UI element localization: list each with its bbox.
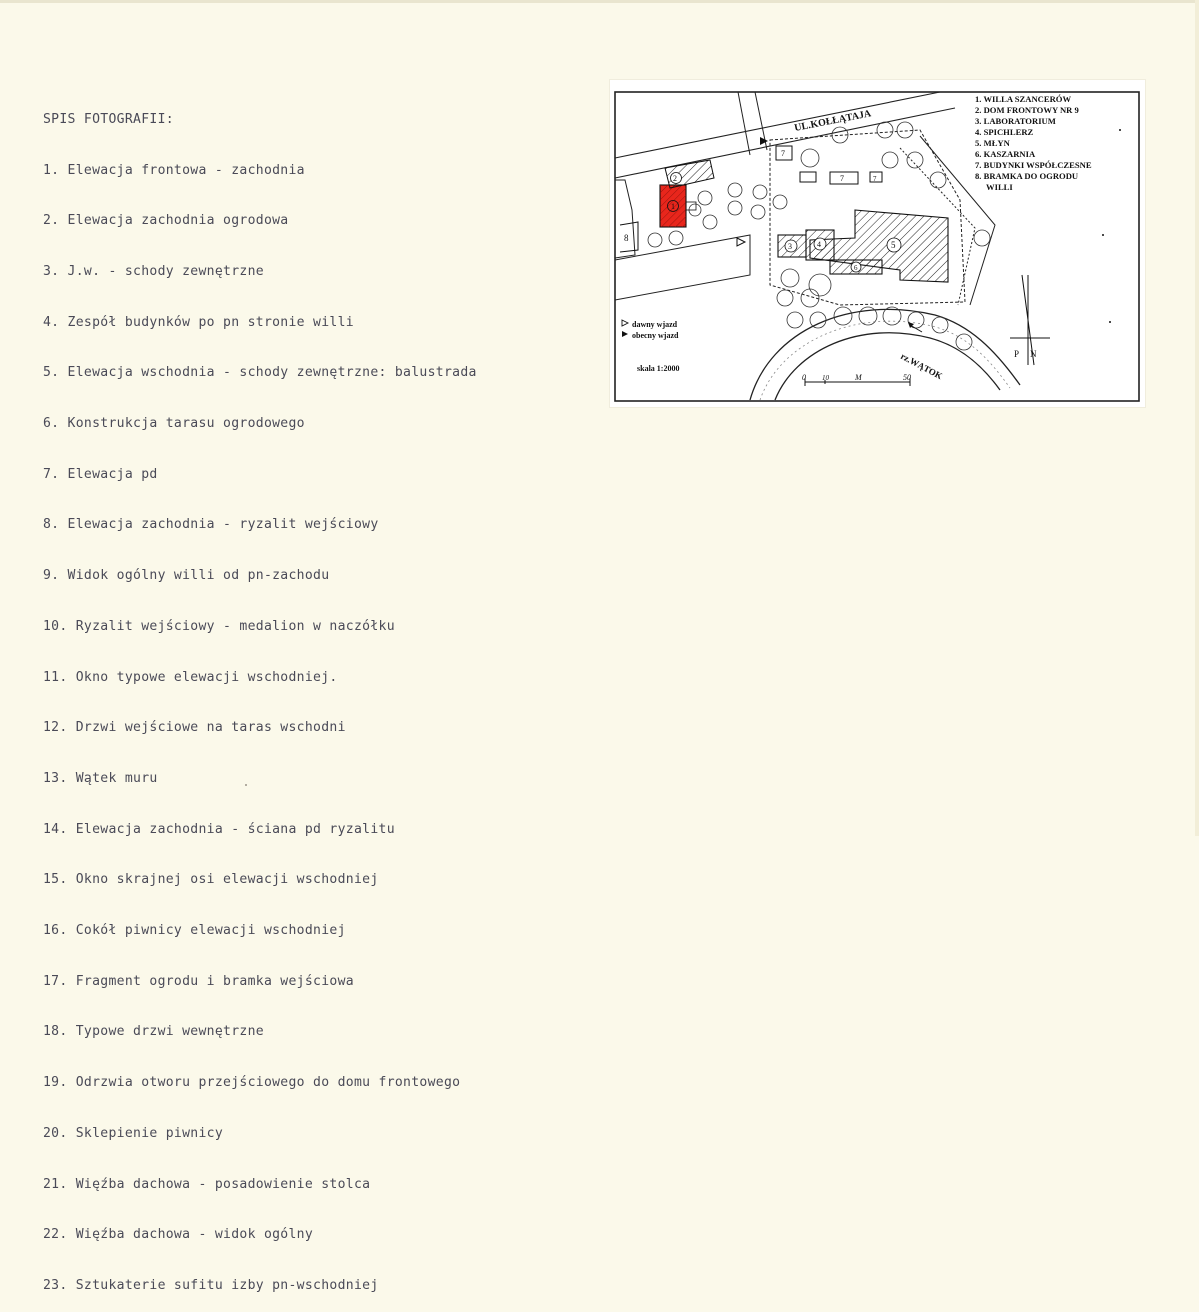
entry-key-old-label: dawny wjazd: [632, 320, 678, 329]
street-label: UL.KOŁŁĄTAJA: [793, 108, 872, 134]
photo-list-item: 14. Elewacja zachodnia - ściana pd ryzal…: [43, 821, 395, 837]
map-frame: [614, 91, 1140, 402]
photo-list-item: 9. Widok ogólny willi od pn-zachodu: [43, 568, 330, 584]
building-5-marker: [886, 237, 902, 253]
plot-outline: [769, 129, 966, 306]
new-entry-arrow-icon: [760, 137, 768, 145]
building-number-label: 3: [788, 242, 792, 251]
river-bank-line: [774, 332, 1001, 401]
site-plan-card: 1 2 3 4 5 6 7 7 7 8 UL.KOŁŁĄTAJA rz.WĄTO…: [610, 80, 1145, 407]
building-5-mill: [809, 209, 949, 283]
building-4-marker: [813, 237, 827, 251]
site-plan-map: 1 2 3 4 5 6 7 7 7 8 UL.KOŁŁĄTAJA rz.WĄTO…: [614, 91, 1140, 402]
building-number-label: 7: [781, 149, 785, 158]
entry-key-new-label: obecny wjazd: [632, 331, 679, 340]
compass-letter: N: [1030, 349, 1037, 359]
building-number-label: 6: [854, 264, 858, 272]
compass-letter: P: [1014, 349, 1019, 359]
building-2-marker: [670, 172, 682, 184]
building-number-label: 2: [673, 174, 677, 183]
building-6-marker: [850, 261, 862, 273]
photo-list-item: 23. Sztukaterie sufitu izby pn-wschodnie…: [43, 1277, 379, 1293]
photo-list-item: 17. Fragment ogrodu i bramka wejściowa: [43, 973, 354, 989]
building-1-stairs: [685, 201, 697, 211]
photo-list-item: 12. Drzwi wejściowe na taras wschodni: [43, 720, 346, 736]
photo-list-item: 2. Elewacja zachodnia ogrodowa: [43, 213, 289, 229]
legend-item: 8. BRAMKA DO OGRODU: [975, 171, 1078, 181]
photo-list-item: 20. Sklepienie piwnicy: [43, 1125, 224, 1141]
plot-outline: [614, 234, 751, 301]
legend-item: 3. LABORATORIUM: [975, 116, 1056, 126]
new-entry-key-icon: [622, 331, 628, 337]
photo-list-item: 22. Więźba dachowa - widok ogólny: [43, 1227, 314, 1243]
scale-tick-label: M: [854, 373, 863, 382]
building-7-modern: [775, 145, 793, 161]
map-dot: [1109, 321, 1111, 323]
photo-list-item: 16. Cokół piwnicy elewacji wschodniej: [43, 923, 346, 939]
street-edge-line: [737, 91, 751, 156]
photo-list-item: 10. Ryzalit wejściowy - medalion w naczó…: [43, 618, 395, 634]
building-1-hatch: [660, 185, 686, 227]
legend-item: 2. DOM FRONTOWY NR 9: [975, 105, 1079, 115]
scale-tick-label: 50: [903, 373, 911, 382]
photo-list-item: 11. Okno typowe elewacji wschodniej.: [43, 669, 338, 685]
river-flow-arrowhead-icon: [908, 322, 914, 328]
legend-item: 7. BUDYNKI WSPÓŁCZESNE: [975, 160, 1092, 170]
old-entry-key-icon: [621, 319, 630, 327]
building-number-label: 7: [873, 175, 877, 183]
photo-list-item: 4. Zespół budynków po pn stronie willi: [43, 314, 354, 330]
tree-symbols: [647, 121, 991, 351]
building-number-label: 4: [817, 240, 821, 249]
photo-list: SPIS FOTOGRAFII: 1. Elewacja frontowa - …: [43, 78, 603, 1312]
building-7-modern: [799, 171, 817, 183]
building-number-label: 1: [671, 202, 675, 211]
building-number-label: 5: [891, 240, 896, 250]
building-7-modern: [869, 171, 883, 183]
map-dot: [1102, 234, 1104, 236]
plot-outline: [614, 179, 636, 259]
photo-list-heading: SPIS FOTOGRAFII:: [43, 111, 174, 127]
legend-item: 4. SPICHLERZ: [975, 127, 1034, 137]
photo-list-item: 6. Konstrukcja tarasu ogrodowego: [43, 416, 305, 432]
map-dot: [1119, 129, 1121, 131]
building-1-marker: [667, 200, 679, 212]
legend-item: WILLI: [986, 182, 1013, 192]
building-number-label: 7: [840, 174, 844, 183]
river-bank-line: [749, 308, 1021, 401]
photo-list-item: 7. Elewacja pd: [43, 466, 158, 482]
scale-bar: [804, 378, 911, 386]
photo-list-item: 19. Odrzwia otworu przejściowego do domu…: [43, 1075, 461, 1091]
scale-tick-label: 0: [802, 373, 806, 382]
street-edge-line: [614, 91, 941, 159]
building-7-modern: [829, 171, 859, 185]
photo-list-item: 3. J.w. - schody zewnętrzne: [43, 263, 264, 279]
legend-item: 5. MŁYN: [975, 138, 1011, 148]
scale-label: skala 1:2000: [637, 364, 679, 373]
photo-list-item: 15. Okno skrajnej osi elewacji wschodnie…: [43, 872, 379, 888]
photo-list-item: 21. Więźba dachowa - posadowienie stolca: [43, 1176, 371, 1192]
legend-item: 6. KASZARNIA: [975, 149, 1036, 159]
page-edge-top: [0, 0, 1199, 3]
page-edge-right: [1195, 0, 1199, 836]
building-3-marker: [784, 239, 798, 253]
photo-list-item: 5. Elewacja wschodnia - schody zewnętrzn…: [43, 365, 477, 381]
photo-list-item: 13. Wątek muru: [43, 770, 158, 786]
legend-item: 1. WILLA SZANCERÓW: [975, 94, 1071, 104]
photo-list-item: 1. Elewacja frontowa - zachodnia: [43, 162, 305, 178]
photo-list-item: 18. Typowe drzwi wewnętrzne: [43, 1024, 264, 1040]
north-arrow-icon: [1010, 274, 1050, 366]
road-edge-line: [899, 147, 976, 306]
road-edge-line: [919, 135, 996, 306]
photo-list-item: 8. Elewacja zachodnia - ryzalit wejściow…: [43, 517, 379, 533]
building-number-label: 8: [624, 233, 629, 243]
old-entry-arrow-icon: [736, 237, 747, 247]
paper-speck: [245, 784, 247, 786]
building-8-gate-area: [619, 221, 639, 253]
river-flow-arrow-icon: [909, 324, 923, 333]
scale-tick-label: 10: [822, 374, 830, 382]
